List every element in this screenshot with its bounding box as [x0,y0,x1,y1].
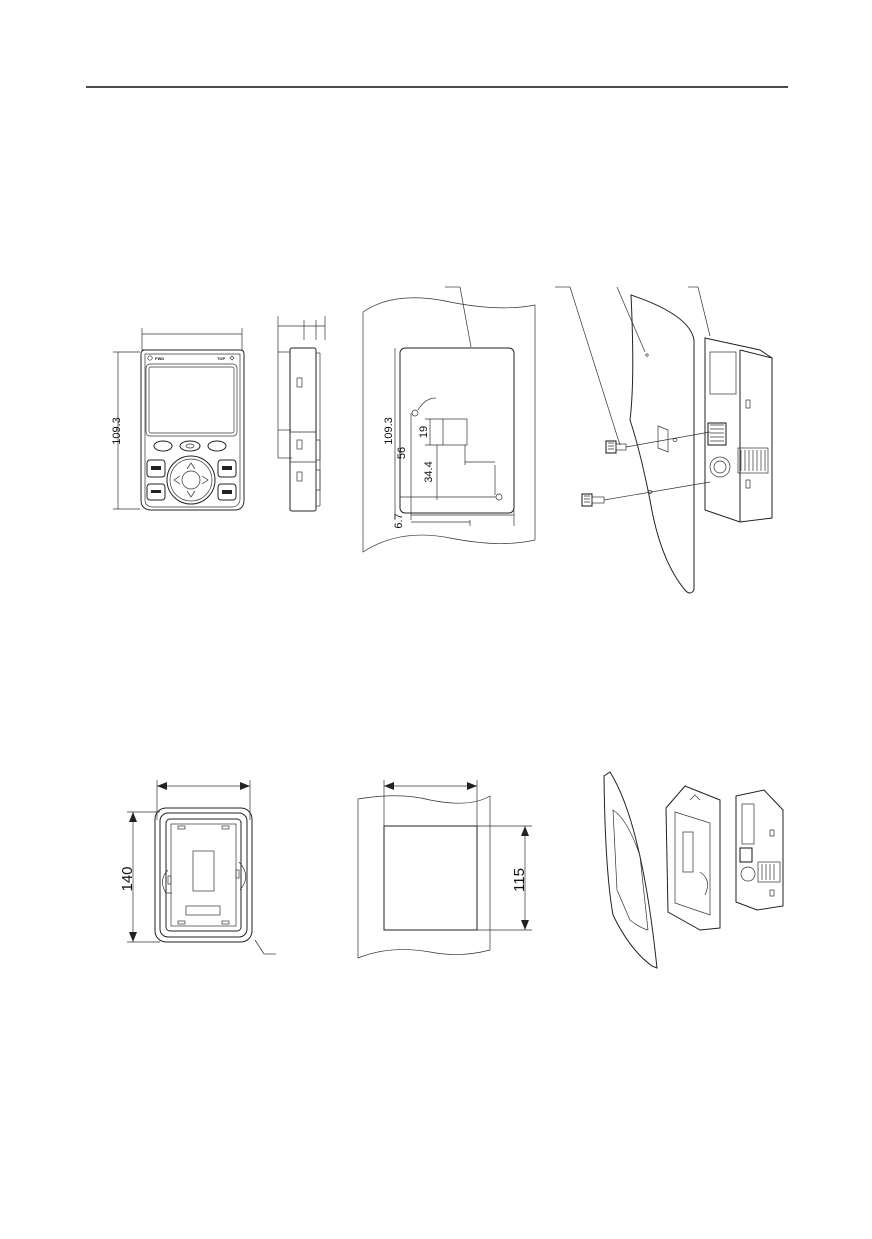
led-top-label: TOP [217,356,225,361]
cutout-34-dim: 34.4 [423,461,435,482]
screw-lower [581,493,605,507]
cutout-67-dim: 6.7 [393,513,405,528]
bracket-cutout-view: 115 [357,780,532,959]
bracket-front-view: 140 [119,780,276,955]
cutout-height-dim: 109.3 [383,417,395,445]
keypad-height-dim: 109.3 [111,417,123,445]
cutout-19-dim: 19 [418,426,430,438]
keypad-side-view [277,316,326,512]
keypad-front-view: 109.3 FWD TOP [111,328,245,511]
screw-upper [605,440,627,454]
panel-cutout-view: 109.3 56 19 34.4 6.7 [362,286,536,553]
cutout-115-dim: 115 [511,868,528,892]
cutout-56-dim: 56 [396,447,408,459]
bracket-exploded-view [603,771,784,969]
bracket-height-dim: 140 [119,866,136,891]
keypad-exploded-view [555,286,773,594]
led-fwd-label: FWD [155,356,164,361]
